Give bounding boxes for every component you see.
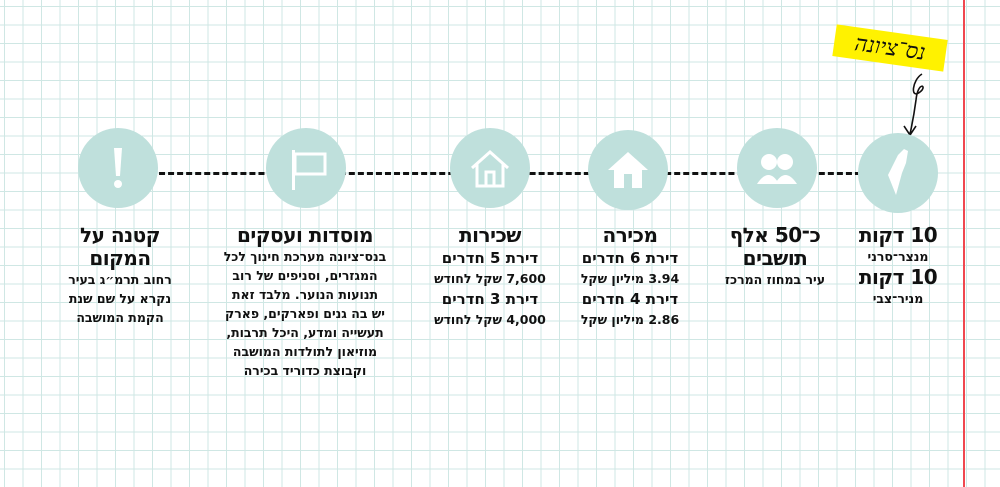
column-text: נקרא על שם שנת xyxy=(68,291,172,306)
column-text: 4,000 שקל לחודש xyxy=(434,312,546,327)
column-text: 3.94 מיליון שקל xyxy=(580,271,680,286)
column-text: מניר־צבי xyxy=(872,291,924,306)
column-text: מוזיאון לתולדות המושבה xyxy=(232,344,378,359)
people-icon xyxy=(737,128,817,208)
column-text: הקמת המושבה xyxy=(76,310,164,325)
arrow-icon xyxy=(903,73,924,137)
column-text: המגזרים, וסניפים של רוב xyxy=(232,268,378,283)
info-column-rent-prices: שכירות דירת 5 חדרים 7,600 שקל לחודש דירת 3 … xyxy=(420,224,560,329)
column-title: תושבים xyxy=(742,246,808,270)
info-column-sale-prices: מכירה דירת 6 חדרים 3.94 מיליון שקל דירת 4 ח… xyxy=(565,224,695,329)
column-text: תנועות הנוער. מלבד זאת xyxy=(231,287,379,302)
exclamation-icon xyxy=(78,128,158,208)
column-text: 2.86 מיליון שקל xyxy=(580,312,680,327)
column-text: דירת 3 חדרים xyxy=(441,290,539,308)
house-outline-icon xyxy=(450,128,530,208)
info-column-institutions: מוסדות ועסקים בנס־ציונה מערכת חינוך לכל המ… xyxy=(220,224,390,380)
column-text: 10 דקות xyxy=(858,265,938,289)
notebook-margin-line xyxy=(963,0,965,487)
column-text: עיר במחוז המרכז xyxy=(724,272,826,287)
israel-map-icon xyxy=(858,133,938,213)
column-text: דירת 4 חדרים xyxy=(581,290,679,308)
column-text: וקבוצת כדוריד בכירה xyxy=(243,363,367,378)
column-text: דירת 5 חדרים xyxy=(441,249,539,267)
column-text: 7,600 שקל לחודש xyxy=(434,271,546,286)
city-name-tag: נס־ציונה xyxy=(832,24,948,72)
column-text: תעשייה ומדע, היכל תרבות, xyxy=(226,325,384,340)
column-title: קטנה על xyxy=(80,223,161,247)
column-title: כ־50 אלף xyxy=(729,223,821,247)
column-title: שכירות xyxy=(459,223,521,247)
column-title: המקום xyxy=(89,246,151,270)
column-title: 10 דקות xyxy=(858,223,938,247)
column-text: רחוב תרמ״ג בעיר xyxy=(68,272,172,287)
column-text: בנס־ציונה מערכת חינוך לכל xyxy=(223,249,387,264)
column-text: יש בה גנים ופארקים, פארק xyxy=(225,306,385,321)
column-title: מוסדות ועסקים xyxy=(237,223,374,247)
column-title: מכירה xyxy=(602,223,658,247)
column-text: דירת 6 חדרים xyxy=(581,249,679,267)
column-text: מנצר־סרני xyxy=(867,249,929,264)
house-icon xyxy=(588,130,668,210)
sign-board-icon xyxy=(266,128,346,208)
